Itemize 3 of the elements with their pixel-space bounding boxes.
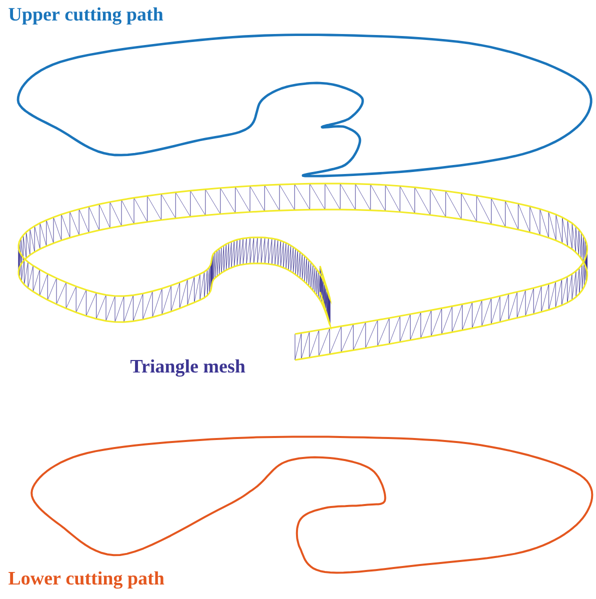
path-label: Triangle mesh bbox=[130, 359, 246, 377]
path-label: Lower cutting path bbox=[8, 571, 164, 589]
path-label: Upper cutting path bbox=[8, 7, 164, 25]
